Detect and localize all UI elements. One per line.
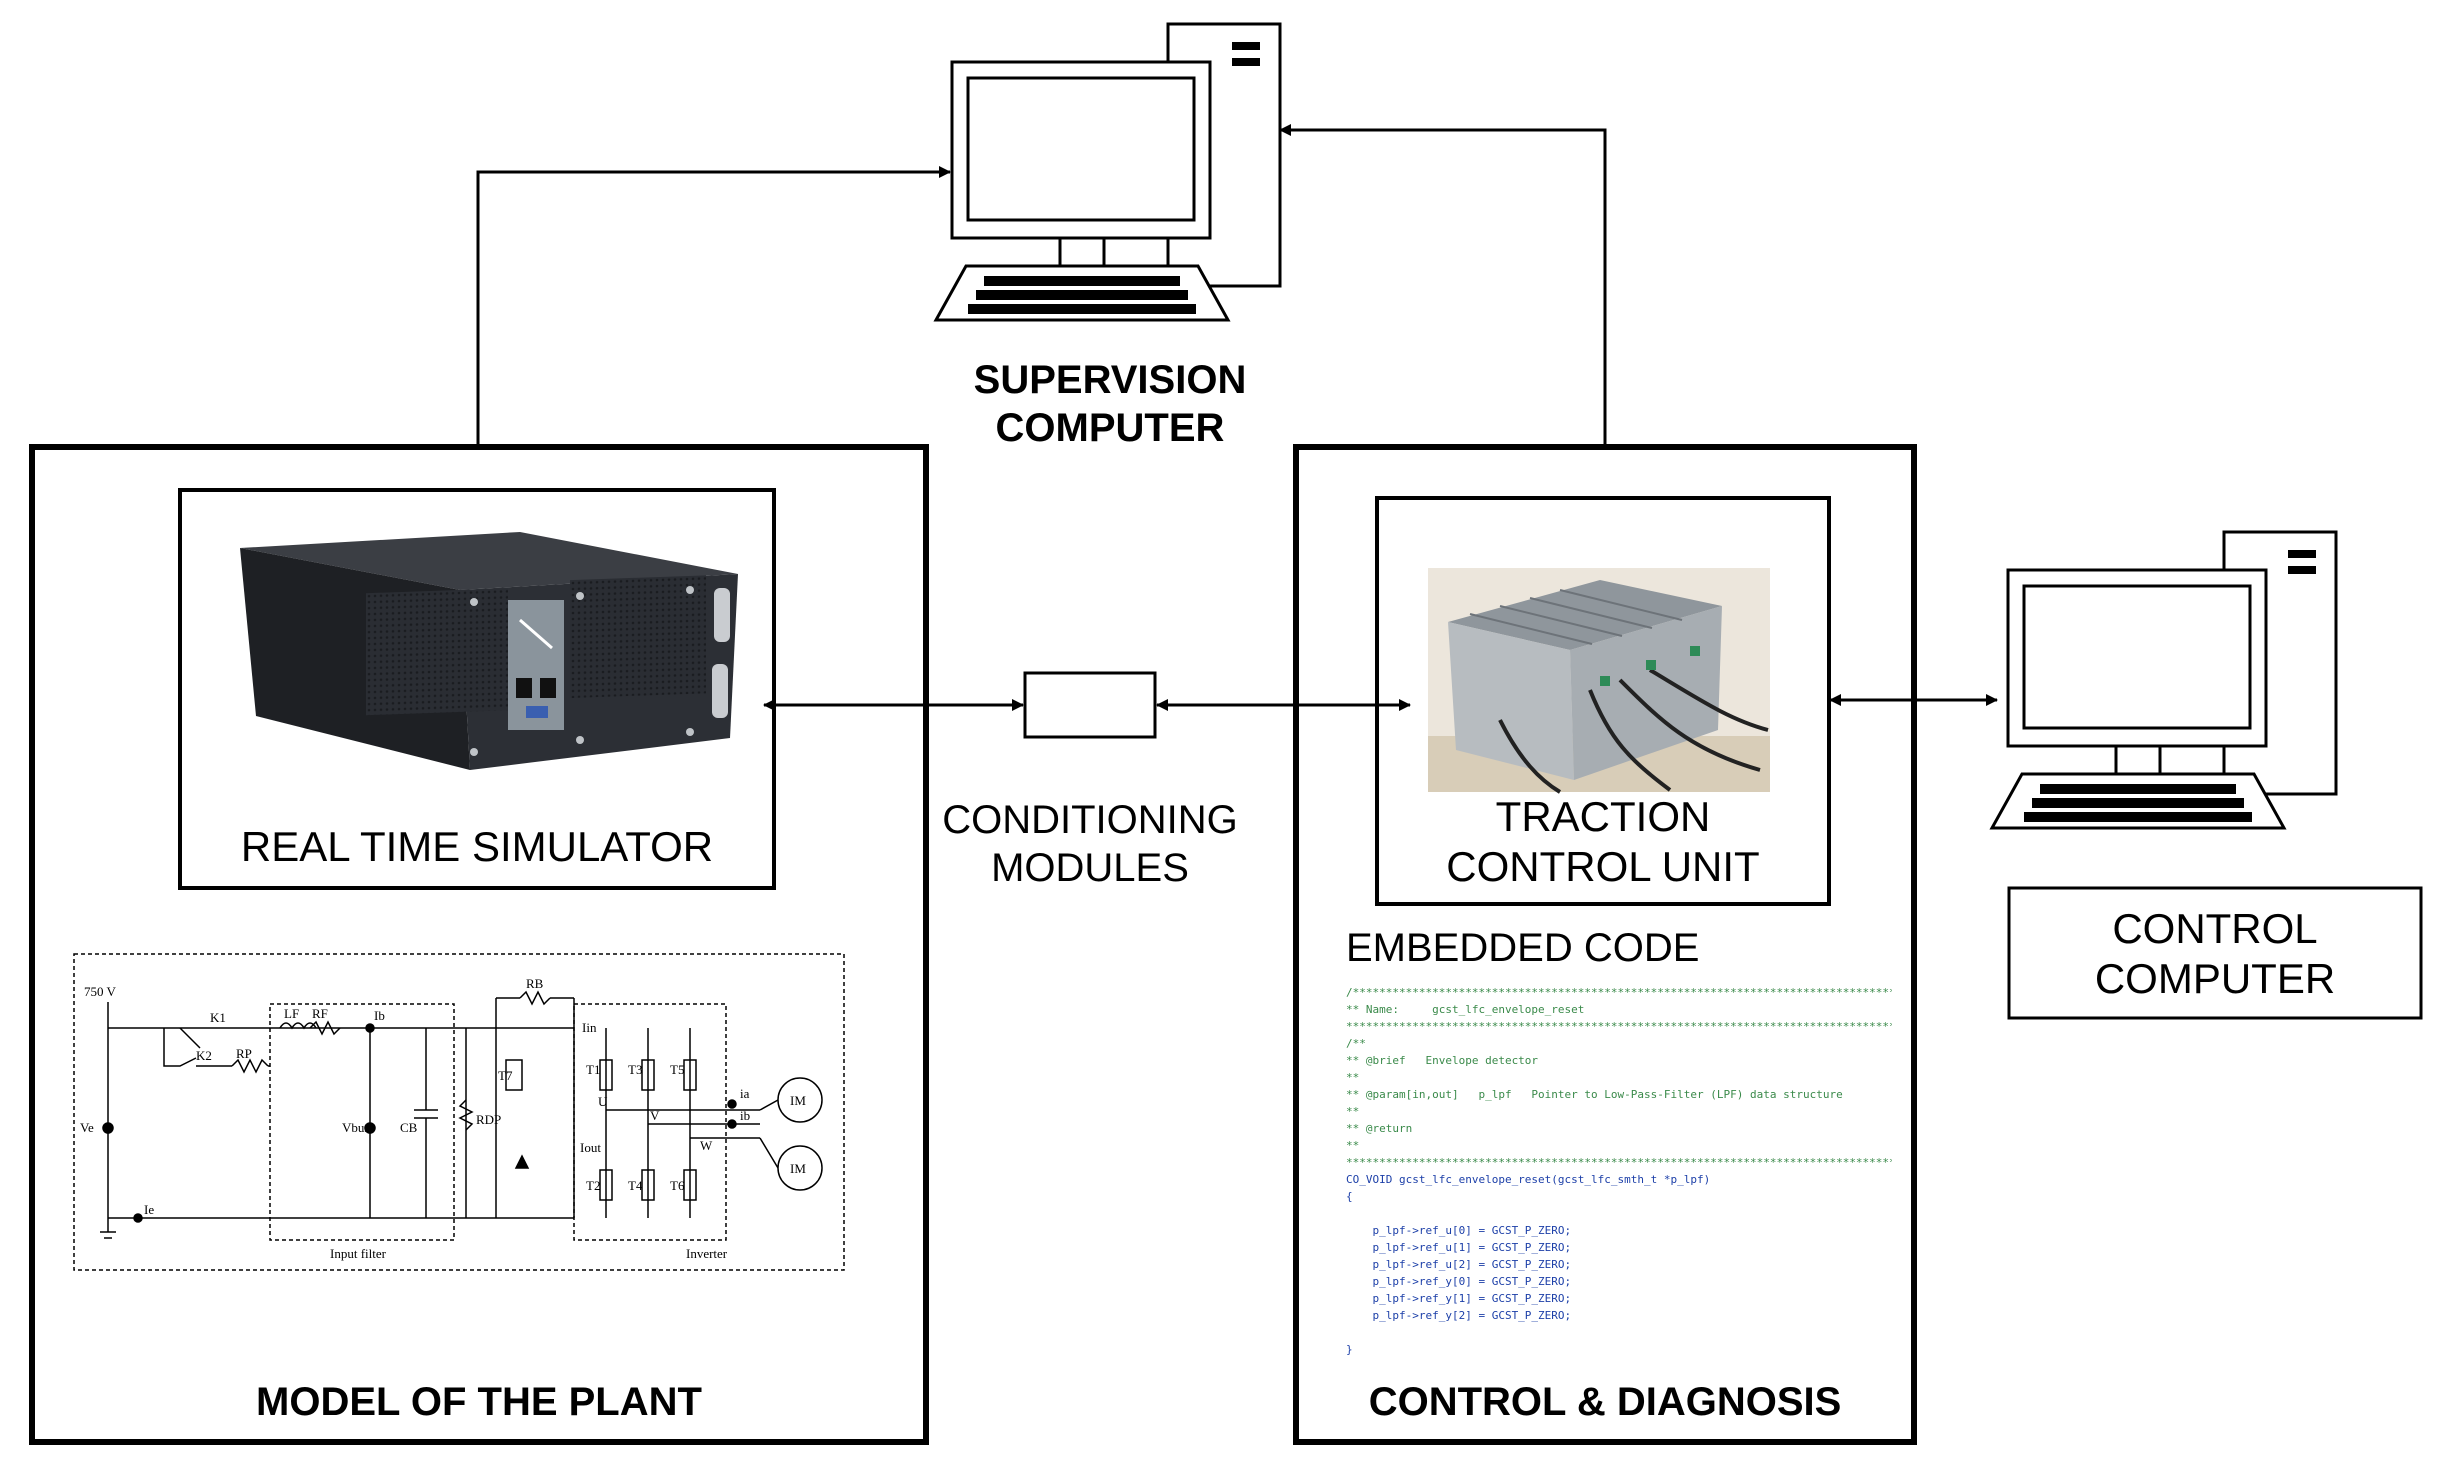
- real-time-simulator-device: [240, 532, 738, 770]
- circuit-t5-label: T5: [670, 1062, 684, 1077]
- circuit-w-label: W: [700, 1138, 713, 1153]
- code-line: ** @brief Envelope detector: [1346, 1054, 1539, 1067]
- input-filter-frame: [269, 1003, 455, 1241]
- control-computer-label: CONTROL COMPUTER: [2012, 904, 2418, 1005]
- circuit-cb-label: CB: [400, 1120, 418, 1135]
- code-line: ** @param[in,out] p_lpf Pointer to Low-P…: [1346, 1088, 1843, 1101]
- code-line: p_lpf->ref_u[1] = GCST_P_ZERO;: [1346, 1241, 1572, 1254]
- control-to-supervision-line: [1279, 124, 1607, 447]
- model-of-plant-title: MODEL OF THE PLANT: [256, 1380, 702, 1424]
- circuit-rp-label: RP: [236, 1046, 252, 1061]
- circuit-frame: [73, 953, 845, 1271]
- conditioning-modules-label: CONDITIONING MODULES: [930, 796, 1250, 892]
- circuit-t2-label: T2: [586, 1178, 600, 1193]
- plant-circuit-schematic: [73, 953, 845, 1271]
- embedded-code-title: EMBEDDED CODE: [1346, 926, 1700, 970]
- circuit-rb-label: RB: [526, 976, 544, 991]
- code-line: p_lpf->ref_u[2] = GCST_P_ZERO;: [1346, 1258, 1572, 1271]
- embedded-code-listing: /***************************************…: [1346, 984, 1892, 1358]
- circuit-lf-label: LF: [284, 1006, 299, 1021]
- code-line: [1346, 1324, 1892, 1341]
- conditioning-line-2: MODULES: [991, 846, 1189, 890]
- circuit-ib-label: Ib: [374, 1008, 385, 1023]
- code-line: p_lpf->ref_u[0] = GCST_P_ZERO;: [1346, 1224, 1572, 1237]
- code-line: p_lpf->ref_y[0] = GCST_P_ZERO;: [1346, 1275, 1572, 1288]
- tcu-line-2: CONTROL UNIT: [1446, 843, 1760, 891]
- inverter-label: Inverter: [686, 1246, 728, 1261]
- circuit-k1-label: K1: [210, 1010, 226, 1025]
- circuit-ib-phase-label: ib: [740, 1108, 750, 1123]
- code-line: p_lpf->ref_y[2] = GCST_P_ZERO;: [1346, 1309, 1572, 1322]
- circuit-ve-label: Ve: [80, 1120, 94, 1135]
- tcu-line-1: TRACTION: [1495, 793, 1711, 840]
- circuit-iout-label: Iout: [580, 1140, 601, 1155]
- code-line: **: [1346, 1105, 1360, 1118]
- supervision-line-1: SUPERVISION: [973, 358, 1247, 402]
- code-line: {: [1346, 1190, 1353, 1203]
- circuit-t3-label: T3: [628, 1062, 642, 1077]
- control-computer-label-box: [2007, 886, 2423, 1020]
- circuit-t1-label: T1: [586, 1062, 600, 1077]
- conditioning-line-1: CONDITIONING: [942, 798, 1238, 842]
- simulator-to-supervision-line: [476, 166, 951, 447]
- circuit-iin-label: Iin: [582, 1020, 597, 1035]
- code-line: CO_VOID gcst_lfc_envelope_reset(gcst_lfc…: [1346, 1173, 1711, 1186]
- code-line: **: [1346, 1071, 1360, 1084]
- code-line: [1346, 1205, 1892, 1222]
- code-line: p_lpf->ref_y[1] = GCST_P_ZERO;: [1346, 1292, 1572, 1305]
- code-line: ** @return: [1346, 1122, 1413, 1135]
- code-line: /**: [1346, 1037, 1366, 1050]
- circuit-u-label: U: [598, 1094, 608, 1109]
- circuit-k2-label: K2: [196, 1048, 212, 1063]
- motor-1-label: IM: [790, 1093, 806, 1108]
- traction-control-unit-label: TRACTION CONTROL UNIT: [1380, 792, 1826, 893]
- circuit-t6-label: T6: [670, 1178, 685, 1193]
- supervision-line-2: COMPUTER: [995, 406, 1225, 450]
- code-line: ** Name: gcst_lfc_envelope_reset: [1346, 1003, 1585, 1016]
- circuit-t4-label: T4: [628, 1178, 643, 1193]
- control-diagnosis-title: CONTROL & DIAGNOSIS: [1368, 1380, 1842, 1424]
- supervision-computer-label: SUPERVISION COMPUTER: [920, 356, 1300, 452]
- code-line: }: [1346, 1343, 1353, 1356]
- circuit-ie-label: Ie: [144, 1202, 154, 1217]
- code-line: ****************************************…: [1346, 1156, 1892, 1169]
- circuit-rdp-label: RDP: [476, 1112, 501, 1127]
- input-filter-label: Input filter: [330, 1246, 387, 1261]
- circuit-source-voltage: 750 V: [84, 984, 117, 999]
- circuit-ia-label: ia: [740, 1086, 750, 1101]
- code-line: ****************************************…: [1346, 1020, 1892, 1033]
- real-time-simulator-box: [178, 488, 776, 890]
- traction-control-unit-photo: [1428, 568, 1770, 794]
- conditioning-module-block: [1023, 671, 1157, 739]
- code-line: /***************************************…: [1346, 986, 1892, 999]
- control-computer-icon: [1989, 530, 2338, 830]
- circuit-vbus-label: Vbus: [342, 1120, 369, 1135]
- circuit-t7-label: T7: [498, 1068, 513, 1083]
- motor-2-label: IM: [790, 1161, 806, 1176]
- control-computer-line-2: COMPUTER: [2094, 955, 2336, 1003]
- control-computer-line-1: CONTROL: [2112, 905, 2318, 952]
- code-line: **: [1346, 1139, 1360, 1152]
- circuit-v-label: V: [650, 1108, 660, 1123]
- supervision-computer-icon: [933, 22, 1282, 322]
- real-time-simulator-label: REAL TIME SIMULATOR: [240, 823, 714, 870]
- circuit-rf-label: RF: [312, 1006, 328, 1021]
